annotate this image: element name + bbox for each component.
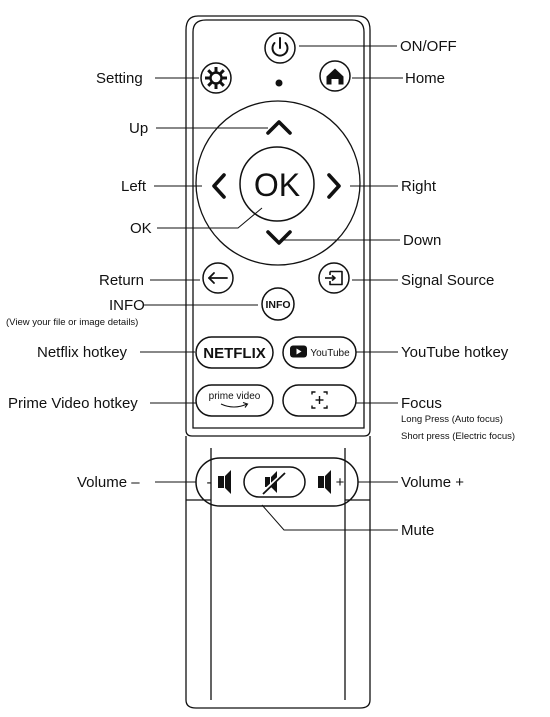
volume-plus-sign: + <box>336 474 345 491</box>
prime-video-button-text: prime video <box>209 391 261 402</box>
remote-handle <box>185 436 371 709</box>
chevron-left-icon[interactable] <box>212 173 226 199</box>
chevron-down-icon[interactable] <box>266 230 292 245</box>
youtube-play-icon <box>290 345 307 358</box>
label-right: Right <box>401 178 437 195</box>
youtube-button[interactable]: YouTube <box>282 336 357 369</box>
label-info-note: (View your file or image details) <box>6 317 139 328</box>
label-ok: OK <box>130 220 152 237</box>
mute-icon <box>260 470 287 495</box>
label-mute: Mute <box>401 522 435 539</box>
home-button[interactable] <box>319 60 351 92</box>
remote-body <box>185 15 371 437</box>
remote-inner-outline <box>192 19 365 429</box>
volume-minus-sign: - <box>207 474 212 491</box>
netflix-button[interactable]: NETFLIX <box>195 336 274 369</box>
speaker-icon <box>218 470 231 494</box>
remote-handle-inner <box>186 448 370 700</box>
back-arrow-icon <box>208 272 228 284</box>
speaker-icon <box>318 470 331 494</box>
gear-icon <box>205 67 227 89</box>
label-focus-short: Short press (Electric focus) <box>401 431 516 442</box>
focus-button[interactable] <box>282 384 357 417</box>
label-focus-long: Long Press (Auto focus) <box>401 414 503 425</box>
label-netflix-hotkey: Netflix hotkey <box>37 344 128 361</box>
prime-video-button[interactable]: prime video <box>195 384 274 417</box>
label-home: Home <box>405 70 446 87</box>
label-return: Return <box>99 272 145 289</box>
chevron-up-icon[interactable] <box>266 120 292 135</box>
ok-button[interactable]: OK <box>239 146 315 222</box>
volume-bar <box>195 457 359 507</box>
power-button[interactable] <box>264 32 296 64</box>
signal-source-button[interactable] <box>318 262 350 294</box>
home-icon <box>326 68 344 85</box>
label-prime-video-hotkey: Prime Video hotkey <box>8 395 138 412</box>
leader-lines <box>140 45 403 531</box>
label-signal-source: Signal Source <box>401 272 495 289</box>
label-up: Up <box>129 120 149 137</box>
info-button-text: INFO <box>265 299 290 311</box>
netflix-button-text: NETFLIX <box>203 345 266 362</box>
volume-up-button[interactable]: + <box>318 470 345 494</box>
youtube-button-text: YouTube <box>310 348 350 359</box>
label-volume-plus: Volume + <box>401 474 464 491</box>
setting-button[interactable] <box>200 62 232 94</box>
focus-frame-icon <box>311 391 328 409</box>
label-volume-minus: Volume – <box>77 474 140 491</box>
chevron-right-icon[interactable] <box>327 173 341 199</box>
power-icon <box>271 37 289 57</box>
label-focus: Focus <box>401 395 442 412</box>
volume-down-button[interactable]: - <box>207 470 232 494</box>
prime-smile-icon <box>220 401 249 408</box>
label-on-off: ON/OFF <box>400 38 457 55</box>
label-left: Left <box>121 178 147 195</box>
info-button[interactable]: INFO <box>261 287 295 321</box>
label-info: INFO <box>109 297 145 314</box>
return-button[interactable] <box>202 262 234 294</box>
label-setting: Setting <box>96 70 143 87</box>
label-down: Down <box>403 232 442 249</box>
ok-button-text: OK <box>254 167 300 203</box>
indicator-led <box>275 79 283 87</box>
dpad-ring <box>195 100 361 266</box>
label-youtube-hotkey: YouTube hotkey <box>401 344 509 361</box>
mute-button[interactable] <box>243 466 306 498</box>
input-source-icon <box>325 270 343 286</box>
